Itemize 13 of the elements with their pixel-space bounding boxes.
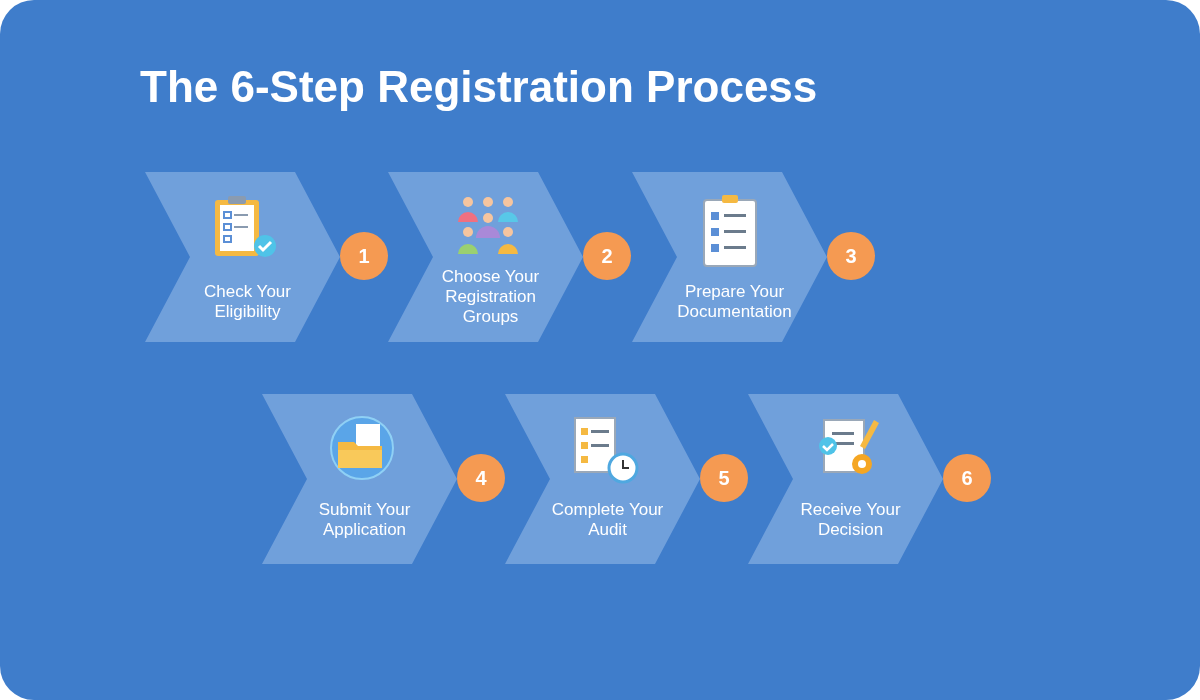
step-label: Submit Your Application: [317, 500, 412, 540]
step-label: Check Your Eligibility: [203, 282, 292, 322]
chevron-step: [388, 172, 583, 342]
chevron-step: [505, 394, 700, 564]
step-label: Receive Your Decision: [799, 500, 902, 540]
step-label: Choose Your Registration Groups: [440, 267, 541, 327]
chevron-step: [748, 394, 943, 564]
title: The 6-Step Registration Process: [140, 62, 818, 112]
step-label: Complete Your Audit: [550, 500, 665, 540]
chevron-step: [145, 172, 340, 342]
chevron-step: [262, 394, 457, 564]
step-label: Prepare Your Documentation: [676, 282, 793, 322]
chevron-step: [632, 172, 827, 342]
